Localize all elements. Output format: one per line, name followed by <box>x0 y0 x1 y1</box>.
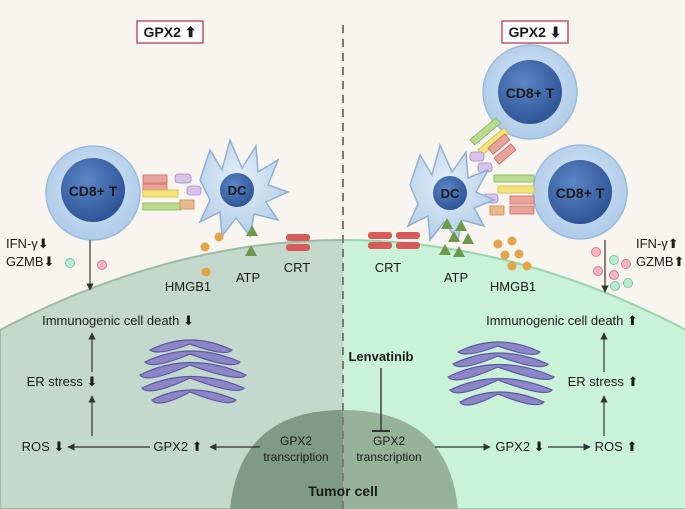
crt-bar <box>286 234 310 241</box>
right-dc-label: DC <box>441 186 460 201</box>
left-transcription-line1: GPX2 <box>280 434 312 448</box>
right-ros-label: ROS ⬆ <box>595 439 638 454</box>
right-dendritic-cell: DC <box>406 142 496 242</box>
right-drug-label: Lenvatinib <box>348 349 413 364</box>
hmgb1-dot <box>214 232 224 242</box>
crt-bar <box>368 242 392 249</box>
right-tcell-top-label: CD8+ T <box>506 85 555 101</box>
left-atp-label: ATP <box>236 270 260 285</box>
crt-bar <box>368 232 392 239</box>
left-dendritic-cell: DC <box>198 137 291 238</box>
left-synapse-receptors <box>142 173 202 211</box>
right-badge-box <box>501 20 569 44</box>
right-cd8-t-cell-side: CD8+ T <box>532 144 628 240</box>
right-er-stress-label: ER stress ⬆ <box>568 374 639 389</box>
right-transcription-line1: GPX2 <box>373 434 405 448</box>
right-cd8-t-cell-top: CD8+ T <box>482 44 578 140</box>
right-atp-cluster <box>439 218 474 257</box>
tumor-cell-label: Tumor cell <box>308 483 378 499</box>
atp-triangle <box>245 245 257 256</box>
atp-triangle <box>246 225 258 236</box>
left-hmgb1-label: HMGB1 <box>165 279 211 294</box>
right-endoplasmic-reticulum <box>447 341 555 406</box>
left-tcell-label: CD8+ T <box>69 183 118 199</box>
left-er-stress-label: ER stress ⬇ <box>27 374 98 389</box>
right-synapse-receptors-top <box>469 117 517 173</box>
hmgb1-dot <box>201 267 211 277</box>
left-dc-label: DC <box>228 183 247 198</box>
crt-bar <box>396 242 420 249</box>
left-cytokine-ifn: IFN-γ⬇ <box>6 236 49 251</box>
left-ros-label: ROS ⬇ <box>22 439 65 454</box>
left-cytokine-dot <box>97 260 107 270</box>
left-badge-text: GPX2 ⬆ <box>144 24 197 40</box>
right-cytokine-gzmb: GZMB⬆ <box>636 254 684 269</box>
left-crt-label: CRT <box>284 260 311 275</box>
right-crt-label: CRT <box>375 260 402 275</box>
left-cd8-t-cell: CD8+ T <box>45 145 141 241</box>
right-gpx2-label: GPX2 ⬇ <box>495 439 544 454</box>
left-gpx2-label: GPX2 ⬆ <box>153 439 202 454</box>
left-endoplasmic-reticulum <box>139 339 247 404</box>
crt-bar <box>286 244 310 251</box>
right-atp-label: ATP <box>444 270 468 285</box>
right-cytokine-ifn: IFN-γ⬆ <box>636 236 679 251</box>
right-hmgb1-label: HMGB1 <box>490 279 536 294</box>
right-cytokine-dots <box>591 247 633 291</box>
right-transcription-line2: transcription <box>356 450 421 464</box>
left-transcription-line2: transcription <box>263 450 328 464</box>
right-hmgb1-cluster <box>493 236 532 271</box>
hmgb1-dot <box>200 242 210 252</box>
left-icd-label: Immunogenic cell death ⬇ <box>42 313 194 328</box>
left-cytokine-gzmb: GZMB⬇ <box>6 254 54 269</box>
nucleus <box>230 410 458 509</box>
left-badge-box <box>136 20 204 44</box>
right-badge-text: GPX2 ⬇ <box>509 24 562 40</box>
crt-bar <box>396 232 420 239</box>
right-icd-label: Immunogenic cell death ⬆ <box>486 313 638 328</box>
right-tcell-side-label: CD8+ T <box>556 185 605 201</box>
left-cytokine-dot <box>65 258 75 268</box>
